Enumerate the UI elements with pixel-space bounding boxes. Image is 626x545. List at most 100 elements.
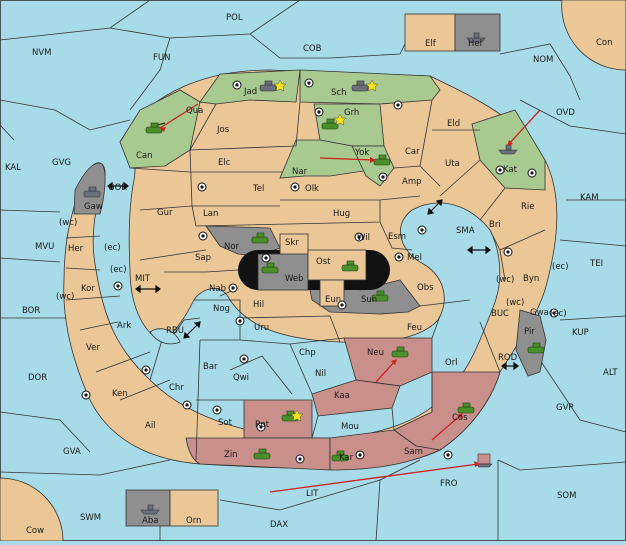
land-label-amp: Amp [402, 177, 422, 187]
sea-label-ovd: OVD [556, 108, 575, 118]
land-label-ken: Ken [112, 389, 128, 399]
sea-label-alt: ALT [603, 368, 618, 378]
land-label-nab: Nab [209, 284, 226, 294]
supply-center-dot [527, 168, 537, 178]
rot-region[interactable] [243, 399, 313, 439]
hel-land[interactable] [454, 13, 501, 52]
army-unit-icon[interactable] [391, 346, 409, 358]
sea-label-swm: SWM [80, 513, 101, 523]
army-unit-icon[interactable] [261, 262, 279, 274]
army-unit-icon[interactable] [253, 448, 271, 460]
elf-land[interactable] [404, 13, 456, 52]
sea-label-gva: GVA [63, 447, 81, 457]
fleet-unit-icon[interactable] [140, 504, 160, 515]
land-label-gwa: Gwa [530, 308, 549, 318]
land-label-lan: Lan [203, 209, 218, 219]
supply-center-dot [443, 450, 453, 460]
supply-center-dot [212, 405, 222, 415]
army-unit-icon[interactable] [251, 232, 269, 244]
coast-label: (ec) [110, 265, 127, 275]
sea-label-dor: DOR [28, 373, 47, 383]
cow-land[interactable] [0, 477, 64, 542]
land-label-mou: Mou [341, 422, 359, 432]
sea-label-som: SOM [557, 491, 576, 501]
land-label-gur: Gur [157, 208, 173, 218]
army-unit-icon[interactable] [83, 186, 101, 198]
orn-land[interactable] [169, 489, 219, 527]
double-arrow-icon [183, 321, 201, 339]
land-label-cos: Cos [452, 413, 468, 423]
land-label-eld: Eld [447, 119, 460, 129]
land-label-kor: Kor [81, 284, 95, 294]
supply-center-dot [503, 247, 513, 257]
land-label-ver: Ver [86, 343, 100, 353]
land-label-tel: Tel [252, 184, 264, 194]
army-unit-icon[interactable] [373, 154, 391, 166]
kaa-region[interactable] [311, 379, 401, 417]
land-label-sap: Sap [195, 253, 211, 263]
sea-label-cob: COB [303, 44, 322, 54]
fleet-unit-icon[interactable] [475, 453, 493, 468]
supply-center-dot [355, 450, 365, 460]
land-label-sot: Sot [218, 418, 233, 428]
sea-label-mvu: MVU [35, 242, 54, 252]
supply-center-dot [394, 252, 404, 262]
land-label-orn: Orn [186, 516, 201, 526]
land-label-car: Car [405, 147, 420, 157]
supply-center-dot [182, 400, 192, 410]
land-label-sun: Sun [361, 295, 377, 305]
army-unit-icon[interactable] [331, 450, 349, 462]
fleet-unit-icon[interactable] [466, 32, 486, 43]
supply-center-dot [228, 283, 238, 293]
army-unit-icon[interactable] [259, 80, 277, 92]
sea-label-kam: KAM [580, 193, 599, 203]
sea-label-nom: NOM [533, 55, 553, 65]
army-unit-icon[interactable] [527, 342, 545, 354]
rbu-inlet [149, 328, 181, 345]
pir-region[interactable] [515, 309, 547, 377]
supply-center-dot [337, 300, 347, 310]
land-label-hil: Hil [253, 300, 264, 310]
passage-arrows [107, 181, 519, 371]
land-borders [65, 99, 546, 461]
con-land[interactable] [561, 0, 626, 71]
land-label-chp: Chp [299, 348, 316, 358]
land-label-elf: Elf [425, 39, 437, 49]
land-label-obs: Obs [417, 283, 434, 293]
land-label-nar: Nar [292, 167, 308, 177]
supply-center-dot [235, 316, 245, 326]
supply-center-dot [81, 390, 91, 400]
sea-label-mit: MIT [135, 274, 151, 284]
star-markers [273, 79, 379, 422]
land-label-bar: Bar [203, 362, 218, 372]
army-unit-icon[interactable] [351, 80, 369, 92]
supply-center-dot [261, 253, 271, 263]
army-unit-icon[interactable] [321, 118, 339, 130]
land-label-ost: Ost [316, 257, 331, 267]
supply-center-dot [417, 225, 427, 235]
army-unit-icon[interactable] [341, 260, 359, 272]
land-label-jad: Jad [243, 87, 257, 97]
army-unit-icon[interactable] [371, 290, 389, 302]
land-label-bri: Bri [489, 220, 501, 230]
land-label-yok: Yok [354, 148, 369, 158]
land-label-uru: Uru [254, 323, 269, 333]
supply-centers [81, 78, 559, 464]
kar-sam-region[interactable] [329, 429, 442, 471]
neu-region[interactable] [343, 337, 433, 387]
supply-center-dot [141, 365, 151, 375]
land-label-gaw: Gaw [84, 202, 103, 212]
move-arrow [507, 109, 541, 146]
land-label-zin: Zin [224, 450, 238, 460]
land-label-ark: Ark [117, 321, 131, 331]
sea-label-gvg: GVG [52, 158, 71, 168]
coast-label: (wc) [506, 298, 524, 308]
land-label-pir: Pir [524, 327, 535, 337]
land-label-elc: Elc [218, 158, 231, 168]
sea-label-dax: DAX [270, 520, 288, 530]
sea-label-kup: KUP [572, 328, 589, 338]
supply-center-dot [256, 422, 266, 432]
sea-label-nvm: NVM [32, 48, 52, 58]
army-unit-icon[interactable] [457, 402, 475, 414]
land-label-nil: Nil [315, 369, 326, 379]
